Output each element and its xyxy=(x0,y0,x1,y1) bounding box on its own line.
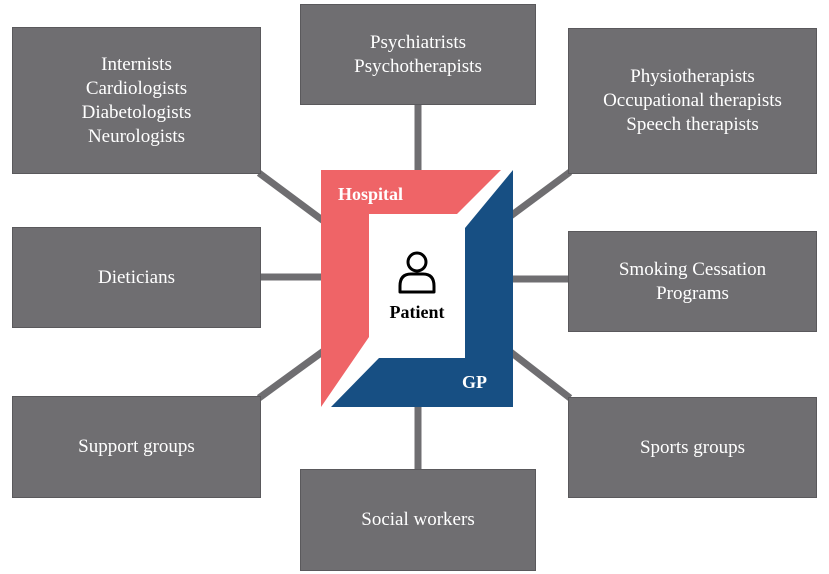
hub-frame xyxy=(321,170,513,407)
box-text: Neurologists xyxy=(87,125,186,147)
box-text: Social workers xyxy=(361,509,475,530)
box-sports-groups: Sports groups xyxy=(568,397,817,498)
box-text: Occupational therapists xyxy=(603,90,782,111)
connector-internists xyxy=(256,170,328,225)
box-social-workers: Social workers xyxy=(300,469,536,571)
box-text: Programs xyxy=(656,282,729,304)
center-hub: Hospital GP Patient xyxy=(321,170,513,407)
hospital-frame xyxy=(321,170,501,407)
box-dieticians: Dieticians xyxy=(12,227,261,328)
box-text: Diabetologists xyxy=(81,101,192,123)
patient-label: Patient xyxy=(389,302,445,322)
box-text: Support groups xyxy=(78,436,195,457)
box-physiotherapists: Physiotherapists Occupational therapists… xyxy=(568,28,817,174)
connector-support xyxy=(256,347,328,401)
box-internists: Internists Cardiologists Diabetologists … xyxy=(12,27,261,174)
box-text: Psychiatrists xyxy=(369,31,467,53)
box-text: Smoking Cessation xyxy=(618,258,767,280)
box-text: Psychotherapists xyxy=(354,55,482,77)
box-text: Physiotherapists xyxy=(630,66,755,87)
box-text: Internists xyxy=(101,53,172,75)
gp-label: GP xyxy=(462,372,487,392)
gp-frame xyxy=(331,170,513,407)
box-support-groups: Support groups xyxy=(12,396,261,498)
connector-physio xyxy=(505,169,573,221)
box-smoking-cessation: Smoking Cessation Programs xyxy=(568,231,817,332)
box-text: Dieticians xyxy=(97,266,176,288)
box-text: Sports groups xyxy=(639,436,746,458)
box-text: Cardiologists xyxy=(85,77,188,99)
person-icon xyxy=(398,251,436,294)
connector-sports xyxy=(505,347,573,401)
hospital-label: Hospital xyxy=(338,184,404,204)
box-psychiatrists: Psychiatrists Psychotherapists xyxy=(300,4,536,105)
box-text: Speech therapists xyxy=(626,114,759,135)
